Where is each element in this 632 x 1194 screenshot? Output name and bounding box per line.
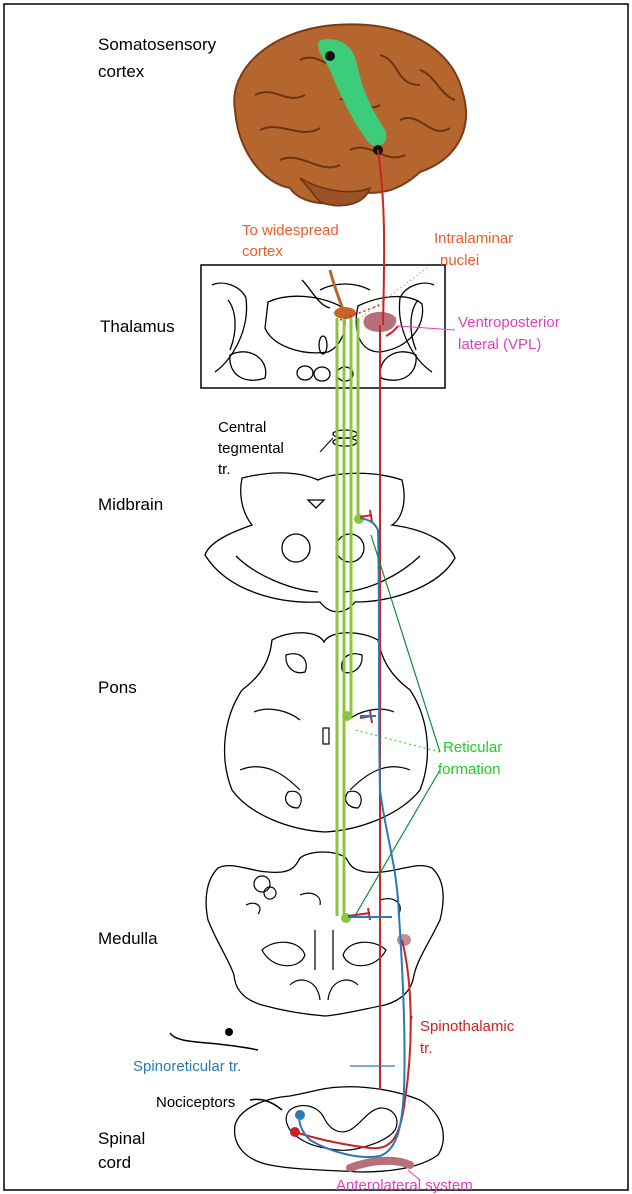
label-reticular-line1: Reticular <box>443 739 502 756</box>
label-widespread-line2: cortex <box>242 243 283 260</box>
label-spinothalamic-line1: Spinothalamic <box>420 1018 515 1035</box>
label-spinal-line2: cord <box>98 1153 131 1172</box>
label-medulla: Medulla <box>98 929 158 948</box>
label-widespread-line1: To widespread <box>242 222 339 239</box>
label-thalamus: Thalamus <box>100 317 175 336</box>
label-midbrain: Midbrain <box>98 495 163 514</box>
midbrain-section <box>205 473 455 612</box>
label-vpl-line1: Ventroposterior <box>458 314 560 331</box>
label-pons: Pons <box>98 678 137 697</box>
medulla-section <box>206 852 443 1016</box>
spinal-cord-section <box>235 1087 444 1172</box>
label-central-tegmental-line1: Central <box>218 419 266 436</box>
pons-section <box>225 633 428 832</box>
label-somatosensory-line1: Somatosensory <box>98 35 217 54</box>
label-spinal-line1: Spinal <box>98 1129 145 1148</box>
cortex-terminal-dot <box>325 51 335 61</box>
label-central-tegmental-line3: tr. <box>218 461 231 478</box>
label-intralaminar-line2: nuclei <box>440 252 479 269</box>
label-reticular-line2: formation <box>438 761 501 778</box>
label-spinothalamic-line2: tr. <box>420 1040 433 1057</box>
label-nociceptors: Nociceptors <box>156 1094 235 1111</box>
label-anterolateral: Anterolateral system <box>336 1177 473 1194</box>
label-central-tegmental-line2: tegmental <box>218 440 284 457</box>
label-intralaminar-line1: Intralaminar <box>434 230 513 247</box>
label-spinoreticular: Spinoreticular tr. <box>133 1058 241 1075</box>
reticular-pathway <box>337 318 364 923</box>
label-vpl-line2: lateral (VPL) <box>458 336 541 353</box>
intralaminar-nucleus-marker <box>334 307 356 319</box>
label-somatosensory-line2: cortex <box>98 62 145 81</box>
brain-illustration <box>234 24 466 205</box>
